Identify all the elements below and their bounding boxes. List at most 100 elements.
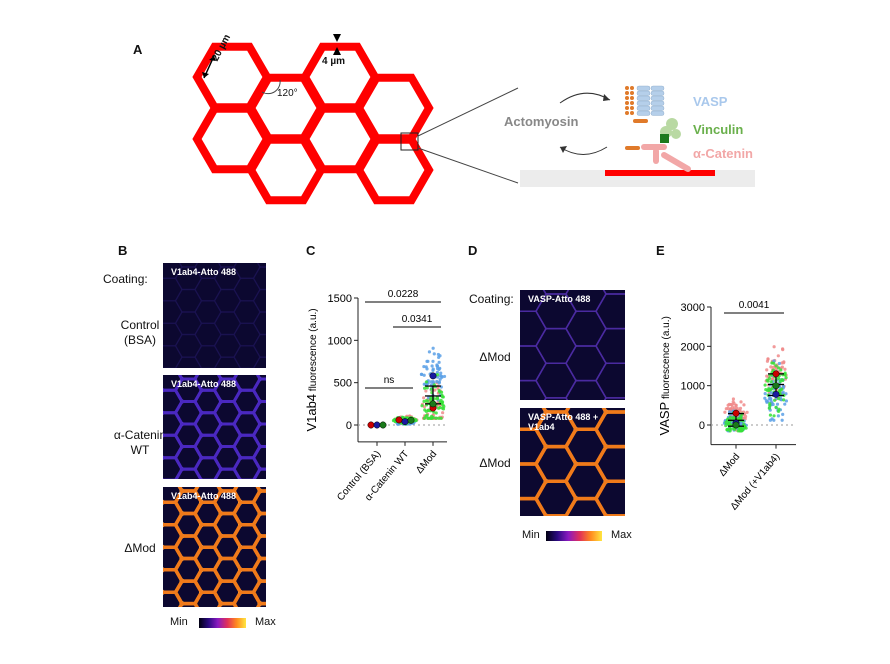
data-point — [442, 374, 447, 379]
data-point — [435, 379, 439, 384]
data-point — [767, 376, 772, 381]
hex-pattern-cell — [595, 293, 625, 330]
hex-pattern-cell — [251, 579, 266, 606]
data-point — [723, 410, 727, 414]
data-point — [782, 398, 786, 402]
hex-pattern-cell — [543, 397, 569, 400]
y-tick-label: 2000 — [681, 341, 705, 353]
data-point — [774, 405, 778, 409]
data-point — [441, 403, 445, 407]
data-point — [738, 426, 742, 430]
data-point — [769, 365, 773, 369]
coating-label: Coating: — [103, 272, 148, 286]
data-point — [724, 420, 728, 425]
colorbar — [546, 531, 602, 541]
data-point — [431, 415, 435, 420]
microscopy-image-vasp: VASP-Atto 488 — [520, 290, 625, 400]
replicate-mean-point — [732, 421, 740, 429]
data-point — [727, 422, 731, 426]
data-point — [742, 422, 746, 427]
colorbar — [199, 618, 246, 628]
y-tick-label: 1500 — [328, 293, 352, 305]
panel-b-label: B — [118, 243, 128, 258]
data-point — [777, 361, 781, 366]
data-point — [433, 388, 437, 392]
data-point — [422, 396, 426, 400]
condition-label-dmod-v1ab4: ΔMod — [479, 456, 511, 470]
panel-e-label: E — [656, 243, 665, 258]
hex-pattern-cell — [251, 511, 266, 538]
hex-pattern-cell — [252, 467, 266, 479]
data-point — [779, 368, 783, 372]
data-point — [781, 348, 785, 352]
hex-pattern-cell — [535, 327, 577, 365]
replicate-mean-point — [772, 382, 780, 390]
data-point — [420, 404, 424, 408]
data-point — [735, 406, 739, 410]
vinculin-binding-site — [660, 134, 669, 143]
x-tick-label: ΔMod — [414, 449, 439, 476]
zoom-line-bottom — [417, 147, 519, 184]
hex-pattern-cell — [257, 263, 266, 268]
data-point — [729, 427, 733, 431]
hex-pattern-cell — [603, 397, 625, 400]
data-point — [770, 387, 774, 391]
replicate-mean-point — [401, 418, 409, 426]
data-point — [734, 403, 738, 408]
data-point — [437, 381, 441, 385]
data-point — [725, 428, 729, 432]
data-point — [776, 414, 780, 418]
data-point — [725, 418, 730, 422]
protein-complex-illustration — [625, 85, 691, 172]
data-point — [733, 406, 737, 410]
data-point — [766, 357, 770, 361]
data-point — [742, 403, 746, 407]
data-point — [429, 387, 434, 391]
replicate-mean-point — [772, 390, 780, 398]
condition-label-control: Control (BSA) — [120, 318, 160, 347]
condition-label-dmod: ΔMod — [479, 350, 511, 364]
image-label: V1ab4-Atto 488 — [171, 491, 237, 501]
y-tick-label: 1000 — [328, 335, 352, 347]
data-point — [425, 359, 429, 363]
microscopy-image-alpha-catenin: V1ab4-Atto 488 — [163, 375, 266, 479]
data-point — [431, 346, 435, 350]
hex-pattern-cell — [252, 288, 266, 313]
hex-pattern-cell — [595, 362, 625, 399]
image-label: V1ab4-Atto 488 — [171, 379, 237, 389]
condition-label-alpha-catenin: α-Catenin WT — [113, 428, 167, 457]
data-point — [732, 416, 736, 420]
data-point — [772, 398, 777, 402]
arrowhead-down-icon — [333, 34, 341, 42]
data-point — [767, 406, 771, 410]
y-tick-label: 0 — [346, 420, 352, 432]
y-tick-label: 500 — [334, 378, 352, 390]
data-point — [784, 376, 788, 380]
data-point — [437, 367, 441, 371]
data-point — [439, 416, 443, 420]
cycle-arrow-top — [559, 92, 611, 104]
replicate-mean-point — [395, 416, 403, 424]
data-point — [769, 380, 773, 384]
image-label: V1ab4-Atto 488 — [171, 267, 237, 277]
data-point — [422, 399, 426, 404]
data-point — [431, 368, 435, 372]
p-value-label: ns — [384, 375, 395, 386]
data-point — [438, 400, 442, 404]
y-tick-label: 1000 — [681, 381, 705, 393]
microscopy-image-vasp-v1ab4: VASP-Atto 488 + V1ab4 — [520, 408, 625, 516]
legend-alpha-catenin: α-Catenin — [693, 146, 753, 161]
replicate-mean-point — [732, 409, 740, 417]
angle-arc — [261, 79, 281, 95]
data-point — [435, 397, 440, 401]
hex-pattern-cell — [251, 556, 266, 583]
data-point — [780, 387, 784, 391]
dimension-width-label: 4 µm — [322, 56, 345, 67]
data-point — [431, 379, 435, 384]
cycle-arrow-bottom — [559, 146, 608, 155]
y-tick-label: 0 — [699, 420, 705, 432]
data-point — [436, 375, 440, 379]
replicate-mean-point — [407, 416, 415, 424]
hex-pattern-cell — [251, 400, 266, 426]
